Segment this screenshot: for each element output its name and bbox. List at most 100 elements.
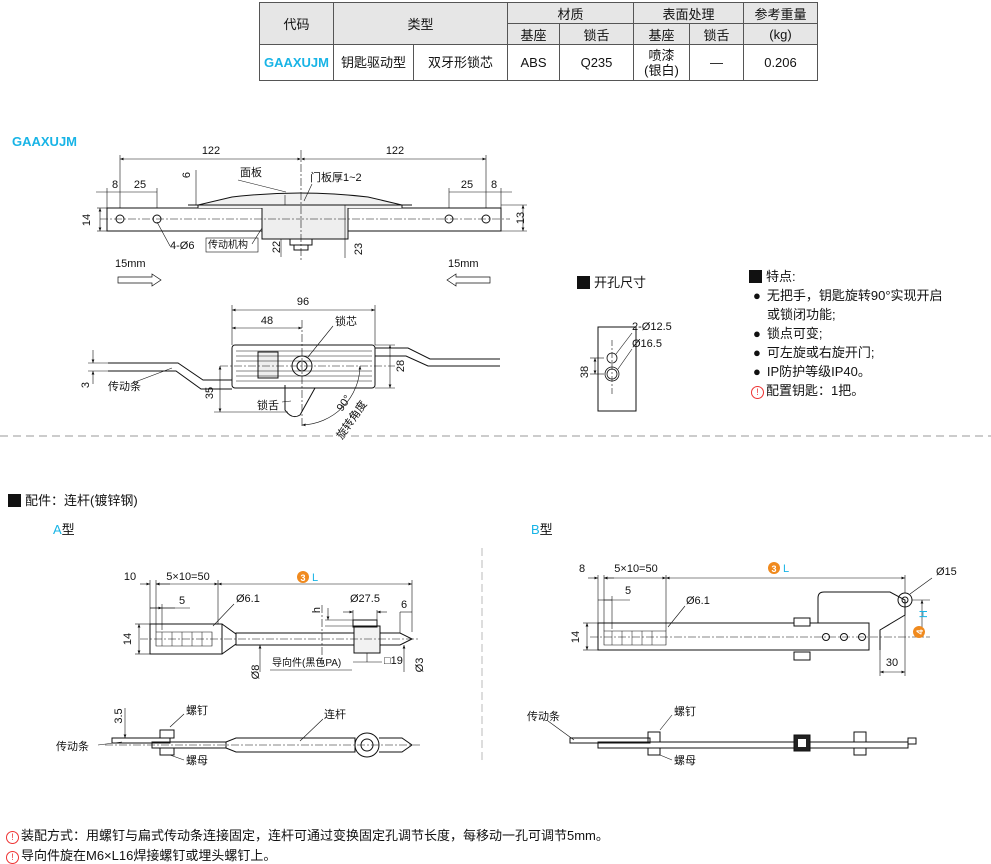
dim-14: 14 bbox=[81, 214, 93, 226]
header-code: 代码 bbox=[259, 2, 334, 45]
rod-b-dim-8: 8 bbox=[579, 563, 585, 575]
rod-a-side-view: 3.5 螺钉 连杆 传动条 螺母 bbox=[56, 704, 420, 767]
label-panel: 面板 bbox=[240, 165, 262, 179]
rod-b-label-strip: 传动条 bbox=[527, 709, 560, 723]
dim-25-right: 25 bbox=[461, 179, 473, 191]
rod-a-label-rod: 连杆 bbox=[324, 707, 346, 721]
front-view: 96 48 锁芯 3 传动条 35 锁舌 28 90° 旋转角度 bbox=[80, 296, 500, 442]
key-note: !配置钥匙：1把。 bbox=[749, 381, 943, 400]
feature-item: 或锁闭功能; bbox=[749, 305, 943, 324]
rod-a-dim-61: Ø6.1 bbox=[236, 593, 260, 605]
note-text: 导向件旋在M6×L16焊接螺钉或埋头螺钉上。 bbox=[21, 848, 277, 863]
header-material-tongue: 锁舌 bbox=[559, 23, 634, 45]
accessory-title-text: 配件：连杆(镀锌钢) bbox=[25, 493, 138, 508]
cell-surf-base-line1: 喷漆 bbox=[648, 47, 675, 63]
warning-icon: ! bbox=[6, 831, 19, 844]
rod-a-dim-14: 14 bbox=[122, 633, 134, 645]
dim-cutout-holes: 2-Ø12.5 bbox=[632, 321, 672, 333]
travel-left: 15mm bbox=[115, 258, 146, 270]
rod-a-dim-10: 10 bbox=[124, 571, 136, 583]
rod-b-side-view: 传动条 螺钉 螺母 bbox=[527, 705, 917, 767]
dim-122-right: 122 bbox=[386, 145, 404, 157]
rod-a-dim-pitch: 5×10=50 bbox=[166, 571, 209, 583]
cell-mat-base: ABS bbox=[507, 44, 560, 81]
rod-a-L-number: 3 bbox=[300, 573, 305, 583]
rod-a-drawing: 3 L 10 5×10=50 5 Ø6.1 Ø27.5 h 6 14 Ø8 导向… bbox=[122, 571, 426, 679]
warning-icon: ! bbox=[751, 386, 764, 399]
dim-48: 48 bbox=[261, 315, 273, 327]
cell-type1: 钥匙驱动型 bbox=[333, 44, 414, 81]
label-holes: 4-Ø6 bbox=[170, 240, 194, 252]
rod-b-dim-61: Ø6.1 bbox=[686, 595, 710, 607]
bullet-icon: ● bbox=[753, 288, 761, 303]
rod-a-dim-8: Ø8 bbox=[250, 665, 262, 680]
dim-6: 6 bbox=[181, 172, 193, 178]
cell-type2: 双牙形锁芯 bbox=[413, 44, 508, 81]
rod-b-dim-4: 4 bbox=[915, 629, 925, 634]
dim-3: 3 bbox=[80, 382, 92, 388]
rod-a-label-screw: 螺钉 bbox=[186, 704, 208, 717]
rod-b-dim-15: Ø15 bbox=[936, 566, 957, 578]
rod-b-dim-30: 30 bbox=[886, 657, 898, 669]
dim-cutout-center: Ø16.5 bbox=[632, 338, 662, 350]
dim-8-right: 8 bbox=[491, 179, 497, 191]
cell-surf-base: 喷漆(银白) bbox=[633, 44, 690, 81]
spec-table: 代码 类型 材质 表面处理 参考重量 基座 锁舌 基座 锁舌 (kg) GAAX… bbox=[259, 2, 818, 81]
model-code-label: GAAXUJM bbox=[12, 134, 78, 149]
key-note-text: 配置钥匙：1把。 bbox=[766, 383, 865, 398]
type-a-label: A型 bbox=[53, 519, 75, 538]
feature-text: 或锁闭功能; bbox=[767, 307, 836, 322]
note-line-1: !装配方式：用螺钉与扁式传动条连接固定，连杆可通过变换固定孔调节长度，每移动一孔… bbox=[6, 825, 609, 844]
square-bullet-icon bbox=[577, 276, 590, 289]
rod-a-dim-275: Ø27.5 bbox=[350, 593, 380, 605]
feature-text: 无把手，钥匙旋转90°实现开启 bbox=[766, 288, 943, 303]
label-core: 锁芯 bbox=[335, 314, 357, 328]
dim-cutout-38: 38 bbox=[579, 366, 591, 378]
rod-a-dim-6: 6 bbox=[401, 599, 407, 611]
type-b-letter: B bbox=[531, 522, 540, 537]
type-b-suffix: 型 bbox=[539, 522, 553, 537]
dim-96: 96 bbox=[297, 296, 309, 308]
note-line-2: !导向件旋在M6×L16焊接螺钉或埋头螺钉上。 bbox=[6, 845, 276, 864]
feature-text: 锁点可变; bbox=[766, 326, 823, 341]
rod-a-dim-3: Ø3 bbox=[414, 658, 426, 673]
header-surface-tongue: 锁舌 bbox=[689, 23, 744, 45]
dim-22: 22 bbox=[271, 241, 283, 253]
rod-a-dim-35: 3.5 bbox=[113, 708, 125, 723]
cell-mat-tongue: Q235 bbox=[559, 44, 634, 81]
cutout-title: 开孔尺寸 bbox=[577, 272, 646, 291]
rod-a-label-guide: 导向件(黑色PA) bbox=[272, 656, 341, 669]
dim-35: 35 bbox=[204, 387, 216, 399]
label-strip: 传动条 bbox=[108, 379, 141, 393]
rod-b-dim-5: 5 bbox=[625, 585, 631, 597]
label-drive-mechanism: 传动机构 bbox=[208, 238, 248, 251]
feature-item: ●可左旋或右旋开门; bbox=[749, 343, 943, 362]
rod-a-L: L bbox=[312, 572, 318, 584]
cell-weight: 0.206 bbox=[743, 44, 818, 81]
cutout-title-text: 开孔尺寸 bbox=[594, 275, 647, 290]
features-block: 特点: ● 无把手，钥匙旋转90°实现开启 或锁闭功能; ●锁点可变; ●可左旋或… bbox=[749, 267, 943, 400]
rod-b-L-number: 3 bbox=[771, 564, 776, 574]
type-b-label: B型 bbox=[531, 519, 553, 538]
rod-a-dim-h: h bbox=[311, 607, 323, 613]
rod-a-label-strip: 传动条 bbox=[56, 739, 89, 753]
square-bullet-icon bbox=[749, 270, 762, 283]
feature-text: IP防护等级IP40。 bbox=[766, 364, 871, 379]
accessory-title: 配件：连杆(镀锌钢) bbox=[8, 490, 138, 509]
rod-b-dim-14: 14 bbox=[570, 631, 582, 643]
rod-a-dim-sq19: □19 bbox=[384, 655, 403, 667]
feature-text: 可左旋或右旋开门; bbox=[766, 345, 875, 360]
feature-item: ●锁点可变; bbox=[749, 324, 943, 343]
dim-13: 13 bbox=[515, 212, 527, 224]
feature-item: ● 无把手，钥匙旋转90°实现开启 bbox=[749, 286, 943, 305]
rod-a-label-nut: 螺母 bbox=[186, 754, 208, 767]
features-title: 特点: bbox=[749, 267, 943, 286]
header-material: 材质 bbox=[507, 2, 634, 24]
header-surface: 表面处理 bbox=[633, 2, 744, 24]
top-view: 122 122 8 25 6 面板 门板厚1~2 25 8 14 13 22 2… bbox=[81, 145, 527, 287]
cell-code: GAAXUJM bbox=[259, 44, 334, 81]
dim-122-left: 122 bbox=[202, 145, 220, 157]
rod-b-label-screw: 螺钉 bbox=[674, 705, 696, 718]
dim-28: 28 bbox=[395, 360, 407, 372]
